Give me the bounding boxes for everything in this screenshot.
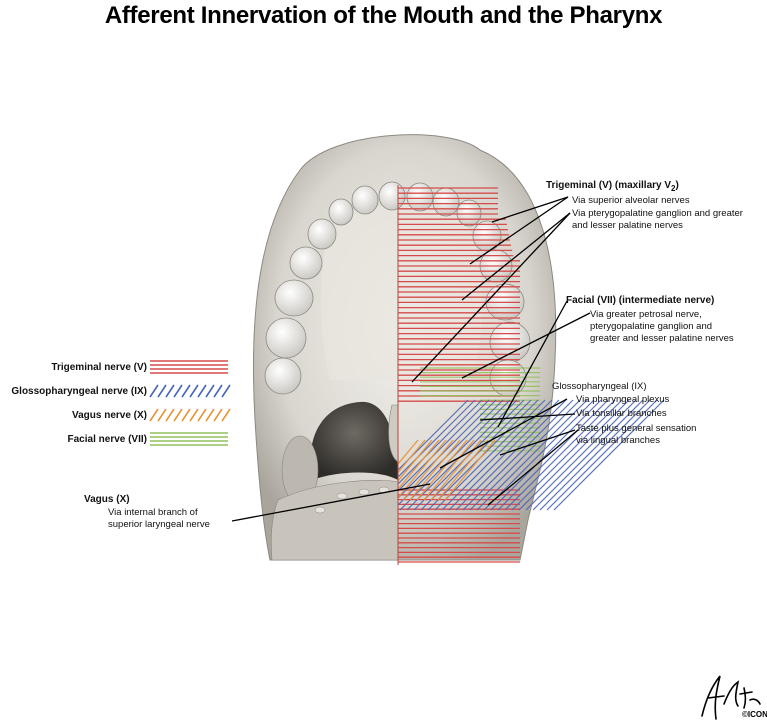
leader-lines (231, 196, 591, 522)
legend-swatch-3 (150, 432, 228, 446)
pterygopalatine-label-2: and lesser palatine nerves (572, 220, 683, 231)
trigeminal-subscript: 2 (671, 184, 676, 193)
legend-swatch-2 (149, 408, 231, 422)
legend-swatch-0 (150, 360, 228, 374)
innervation-overlay (398, 187, 665, 563)
legend-swatch-1 (149, 384, 231, 398)
glossopharyngeal-heading: Glossopharyngeal (IX) (552, 381, 647, 392)
legend-swatches (149, 360, 231, 446)
legend-label-vagus: Vagus nerve (X) (71, 410, 147, 421)
facial-label-3: greater and lesser palatine nerves (590, 333, 734, 344)
facial-label-2: pterygopalatine ganglion and (590, 321, 713, 332)
icon-logo: ©ICON (742, 710, 767, 719)
vagus-label-2: superior laryngeal nerve (108, 519, 210, 530)
legend-label-glossopharyngeal: Glossopharyngeal nerve (IX) (11, 386, 147, 397)
teeth-row (264, 181, 531, 397)
pterygopalatine-label-1: Via pterygopalatine ganglion and greater (572, 208, 743, 219)
glosso-taste-label-2: via lingual branches (576, 435, 660, 446)
vagus-heading: Vagus (X) (84, 494, 130, 505)
legend-label-trigeminal: Trigeminal nerve (V) (51, 362, 147, 373)
netter-signature (701, 675, 761, 720)
legend-label-facial: Facial nerve (VII) (67, 434, 147, 445)
glosso-tonsillar-label: Via tonsillar branches (576, 408, 667, 419)
trigeminal-heading: Trigeminal (V) (maxillary V2) (546, 180, 679, 195)
vagus-label-1: Via internal branch of (108, 507, 198, 518)
glosso-pharyngeal-plexus-label: Via pharyngeal plexus (576, 394, 670, 405)
figure-title: Afferent Innervation of the Mouth and th… (104, 2, 663, 29)
superior-alveolar-label: Via superior alveolar nerves (572, 195, 690, 206)
pharynx-opening (310, 401, 398, 480)
glosso-taste-label-1: Taste plus general sensation (576, 423, 697, 434)
trigeminal-heading-text: Trigeminal (V) (maxillary V (546, 180, 672, 191)
facial-label-1: Via greater petrosal nerve, (590, 309, 702, 320)
facial-heading: Facial (VII) (intermediate nerve) (566, 295, 715, 306)
trigeminal-close: ) (675, 180, 679, 191)
